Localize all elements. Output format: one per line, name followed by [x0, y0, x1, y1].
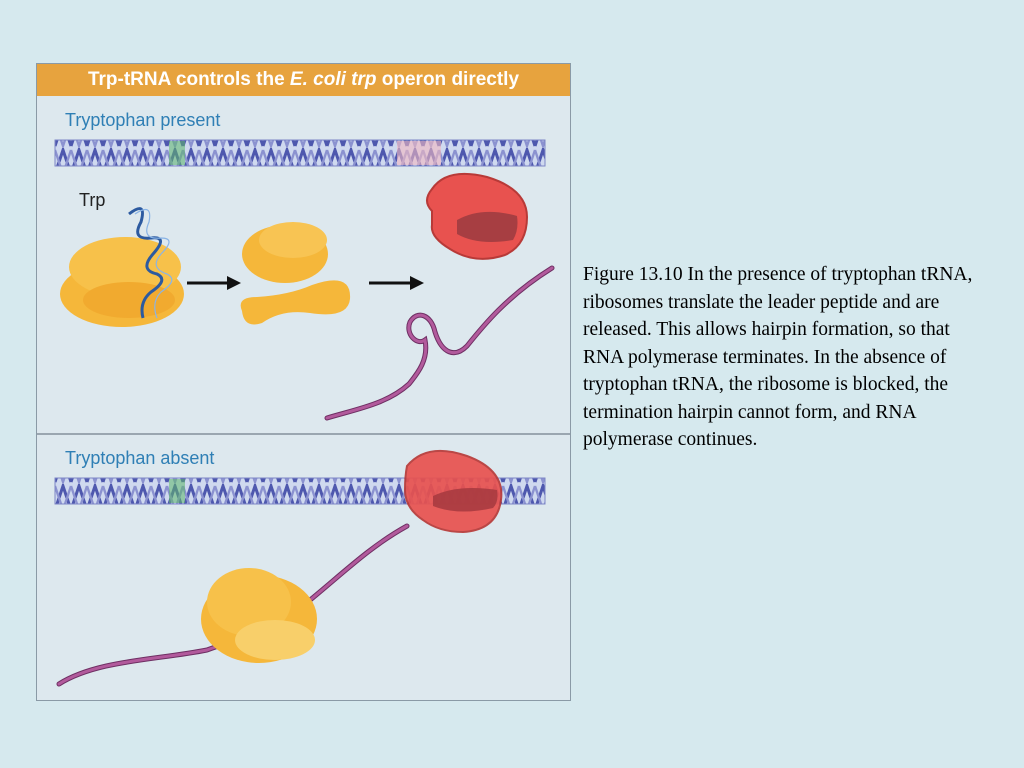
ribosome-with-trna [60, 207, 184, 327]
trp-label: Trp [79, 190, 105, 210]
header-suffix: operon directly [376, 69, 520, 90]
operon-diagram: Trp [54, 139, 555, 687]
figure-panel: Trp-tRNA controls the E. coli trp operon… [36, 63, 571, 701]
rna-polymerase-released [426, 172, 529, 260]
header-prefix: Trp-tRNA controls the [87, 69, 290, 90]
ribosome-small-subunit [240, 280, 351, 325]
rna-polymerase-continuing [403, 449, 503, 534]
figure-header: Trp-tRNA controls the E. coli trp operon… [37, 64, 570, 96]
figure-caption: Figure 13.10 In the presence of tryptoph… [583, 264, 973, 450]
section-divider [37, 433, 570, 435]
tryptophan-absent-label: Tryptophan absent [65, 448, 215, 468]
tryptophan-present-label: Tryptophan present [65, 110, 221, 130]
ribosome-blocked [201, 568, 317, 663]
dna-helix-top [54, 139, 546, 167]
arrow-1-head-icon [227, 276, 241, 290]
header-species: E. coli trp [289, 69, 377, 90]
ribosome-large-subunit [242, 222, 328, 283]
arrow-2-head-icon [410, 276, 424, 290]
